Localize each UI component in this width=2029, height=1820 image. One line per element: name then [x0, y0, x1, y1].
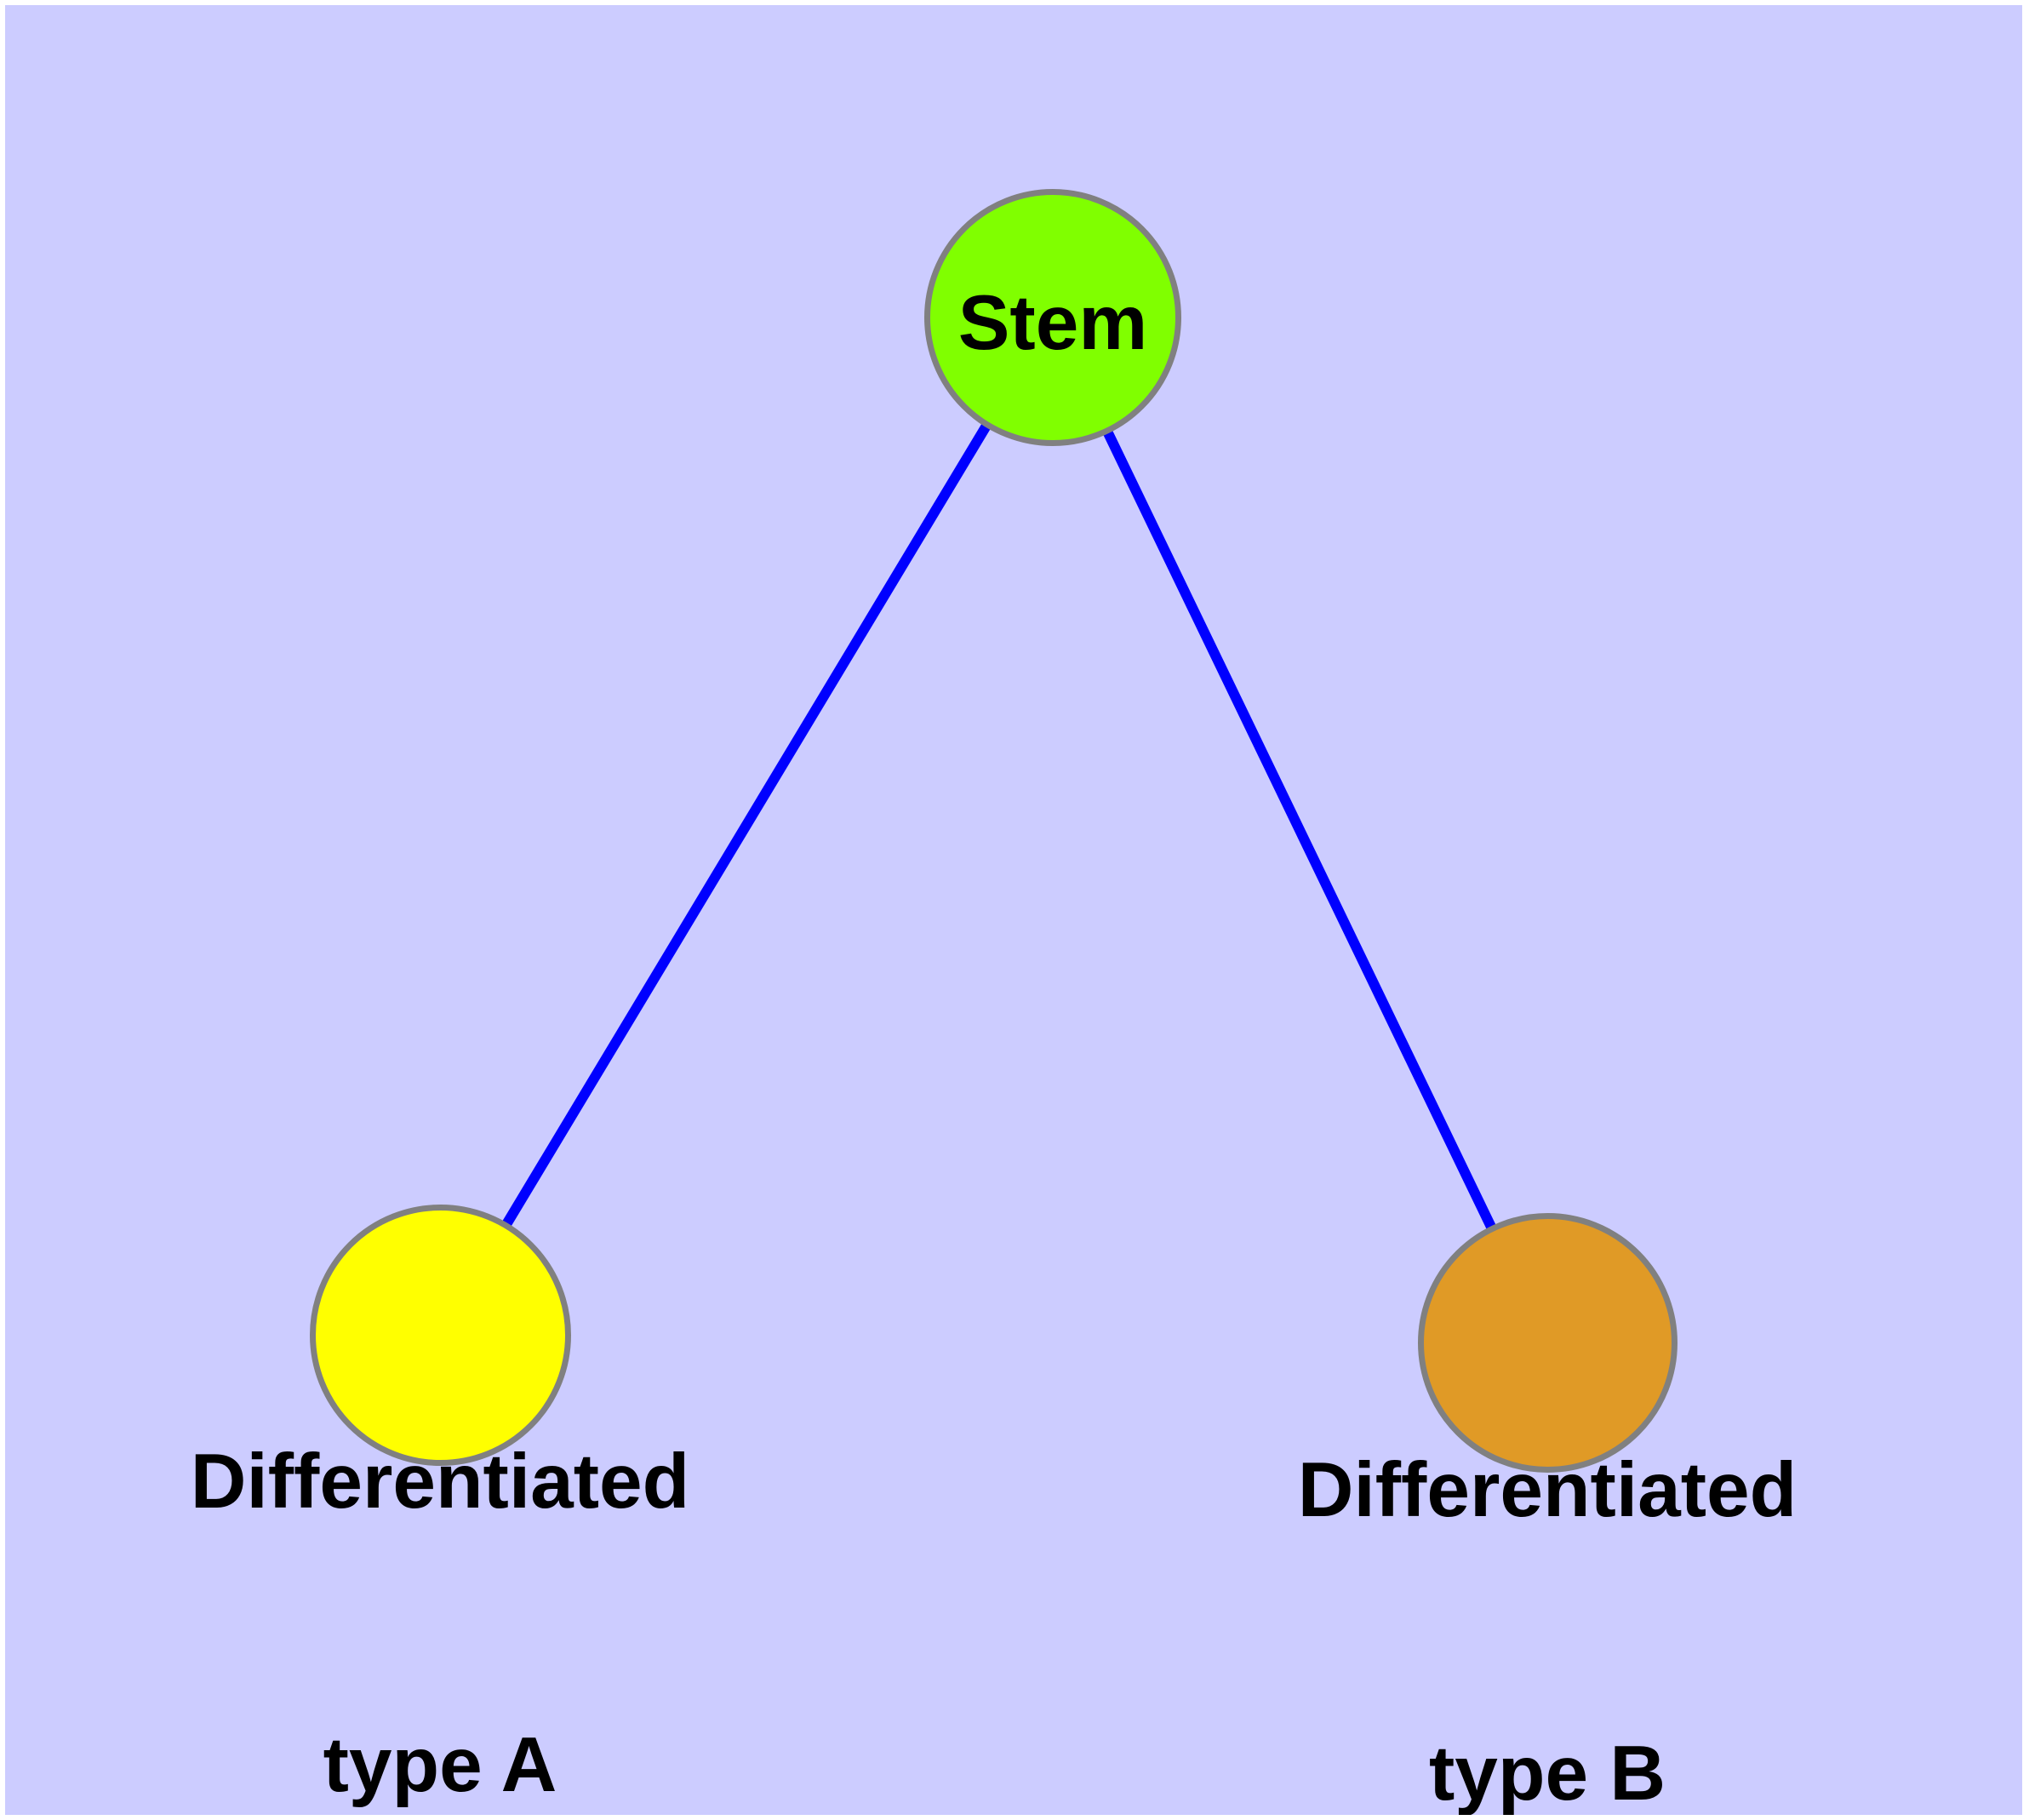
graph-plot-area: Stem Differentiated type A Differentiate…: [5, 5, 2022, 1815]
edge-stem-to-differentiated-type-a[interactable]: [435, 312, 1057, 1340]
node-differentiated-type-a[interactable]: [310, 1205, 571, 1466]
node-differentiated-type-b[interactable]: [1418, 1213, 1677, 1473]
edge-stem-to-differentiated-type-b[interactable]: [1047, 312, 1552, 1348]
edge-layer: [435, 312, 1552, 1348]
node-stem[interactable]: [924, 189, 1181, 446]
